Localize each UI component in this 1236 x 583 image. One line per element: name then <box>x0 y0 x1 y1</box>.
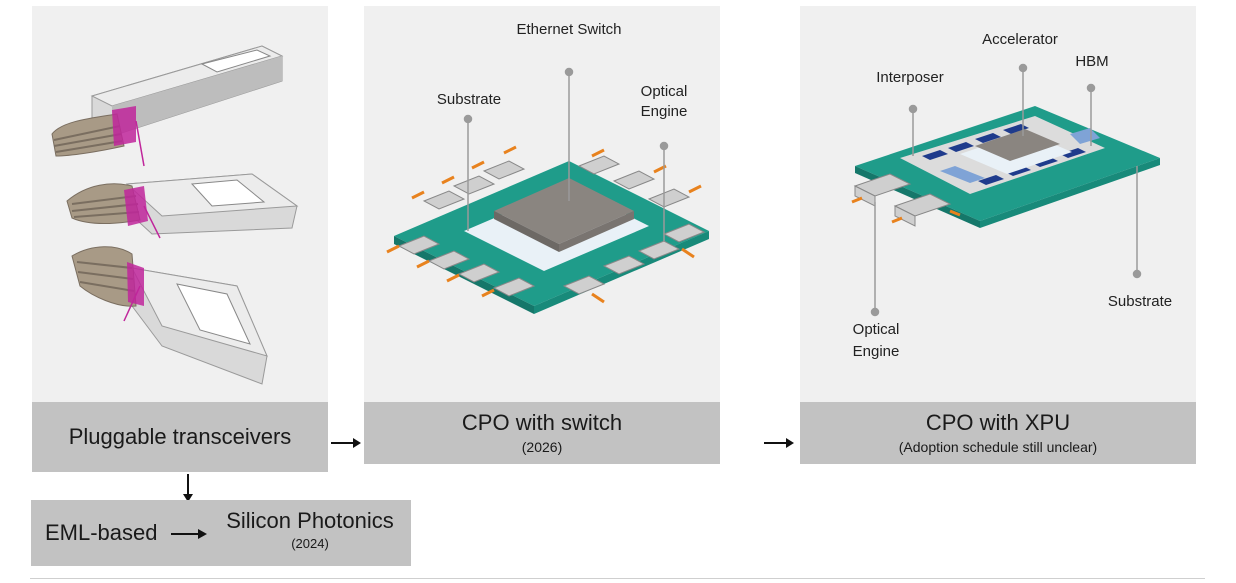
label-interposer: Interposer <box>876 69 944 86</box>
arrow-down <box>183 474 193 502</box>
arrow-right-2 <box>764 438 794 448</box>
silicon-photonics-year: (2024) <box>291 536 329 551</box>
transceiver-module-2 <box>66 173 299 239</box>
transceiver-module-1 <box>51 45 284 167</box>
arrow-right-1 <box>331 438 361 448</box>
xpu-panel: Accelerator Interposer HBM Substrate Opt… <box>800 6 1196 402</box>
label-substrate: Substrate <box>436 91 502 108</box>
xpu-label: CPO with XPU (Adoption schedule still un… <box>800 402 1196 464</box>
label-substrate: Substrate <box>1107 293 1173 310</box>
cpo-switch-illustration <box>386 67 709 314</box>
label-optical-engine-line1: Optical <box>640 83 688 100</box>
cpo-xpu-illustration <box>851 63 1160 317</box>
pluggable-panel <box>32 6 328 402</box>
transceiver-module-3 <box>71 246 268 385</box>
switch-panel: Ethernet Switch Substrate Optical Engine <box>364 6 720 402</box>
xpu-title: CPO with XPU <box>925 410 1071 435</box>
label-optical-engine-line2: Engine <box>640 103 688 120</box>
switch-subtitle: (2026) <box>521 439 563 455</box>
pluggable-transceivers-illustration <box>51 45 299 385</box>
technology-progression-box: EML-based Silicon Photonics (2024) <box>31 500 411 566</box>
arrow-right-eml <box>171 529 207 539</box>
label-hbm: HBM <box>1075 53 1109 70</box>
switch-title: CPO with switch <box>461 410 623 435</box>
label-optical-engine-line1: Optical <box>852 321 900 338</box>
bottom-divider <box>30 578 1205 579</box>
switch-label: CPO with switch (2026) <box>364 402 720 464</box>
silicon-photonics-block: Silicon Photonics (2024) <box>215 508 405 552</box>
label-accelerator: Accelerator <box>982 31 1058 48</box>
pluggable-title: Pluggable transceivers <box>68 424 292 449</box>
eml-based-text: EML-based <box>45 520 158 545</box>
pluggable-label: Pluggable transceivers <box>32 402 328 472</box>
silicon-photonics-text: Silicon Photonics <box>226 508 394 533</box>
label-optical-engine-line2: Engine <box>852 343 900 360</box>
xpu-subtitle: (Adoption schedule still unclear) <box>898 439 1098 455</box>
label-ethernet-switch: Ethernet Switch <box>516 21 622 38</box>
